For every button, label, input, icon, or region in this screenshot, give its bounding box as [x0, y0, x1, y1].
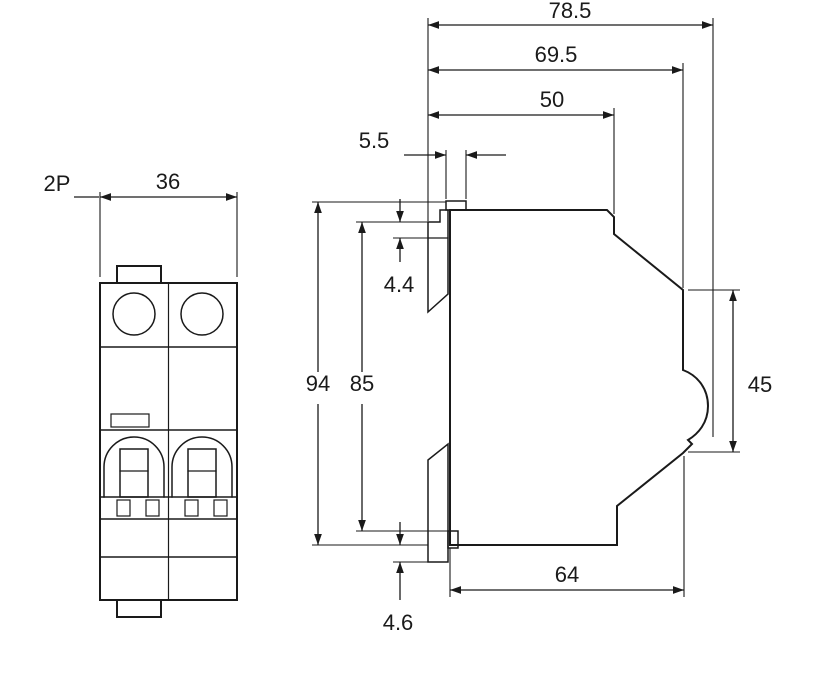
terminal-screw-right	[180, 292, 224, 336]
dim-mounting-height-label: 85	[350, 371, 374, 396]
toggle-recess-left	[103, 436, 165, 498]
pole-count-label: 2P	[44, 171, 71, 196]
dim-base-depth: 64	[449, 456, 685, 597]
dim-clip-hook-height: 4.4	[384, 199, 432, 297]
dim-mounting-height: 85	[350, 221, 457, 532]
side-view	[427, 200, 710, 563]
front-small-tab-4	[213, 499, 228, 517]
front-small-tab-2	[145, 499, 160, 517]
dim-top-depth-label: 50	[540, 87, 564, 112]
toggle-handle-right	[187, 448, 217, 498]
front-top-mounting-tab	[116, 265, 162, 284]
front-small-tab-3	[184, 499, 199, 517]
dim-front-width-label: 36	[156, 169, 180, 194]
dim-depth-to-front-label: 69.5	[535, 42, 578, 67]
rating-label-window	[110, 413, 150, 428]
dim-top-depth: 50	[428, 87, 615, 214]
dim-base-depth-label: 64	[555, 562, 579, 587]
dim-clip-tab-width-label: 5.5	[359, 128, 390, 153]
dim-clip-protrusion-label: 4.6	[383, 610, 414, 635]
din-clip-bottom-bar	[427, 442, 449, 563]
dim-clip-protrusion: 4.6	[383, 522, 428, 635]
dim-front-face-height: 45	[688, 289, 772, 453]
dim-front-width: 36 2P	[44, 169, 238, 277]
din-clip-top-bar	[427, 209, 449, 314]
front-bottom-mounting-tab	[116, 599, 162, 618]
front-view	[99, 265, 238, 618]
din-clip-top-tab	[445, 200, 467, 211]
dim-clip-hook-height-label: 4.4	[384, 272, 415, 297]
dim-overall-depth: 78.5	[427, 0, 714, 437]
dim-overall-depth-label: 78.5	[549, 0, 592, 23]
front-small-tab-1	[116, 499, 131, 517]
terminal-screw-left	[112, 292, 156, 336]
side-body-profile	[449, 209, 710, 546]
dim-clip-tab-width: 5.5	[359, 128, 506, 199]
dim-front-face-height-label: 45	[748, 372, 772, 397]
dim-overall-height: 94	[306, 201, 446, 546]
dim-depth-to-front: 69.5	[428, 42, 684, 288]
toggle-handle-left	[119, 448, 149, 498]
dim-overall-height-label: 94	[306, 371, 330, 396]
toggle-recess-right	[171, 436, 233, 498]
